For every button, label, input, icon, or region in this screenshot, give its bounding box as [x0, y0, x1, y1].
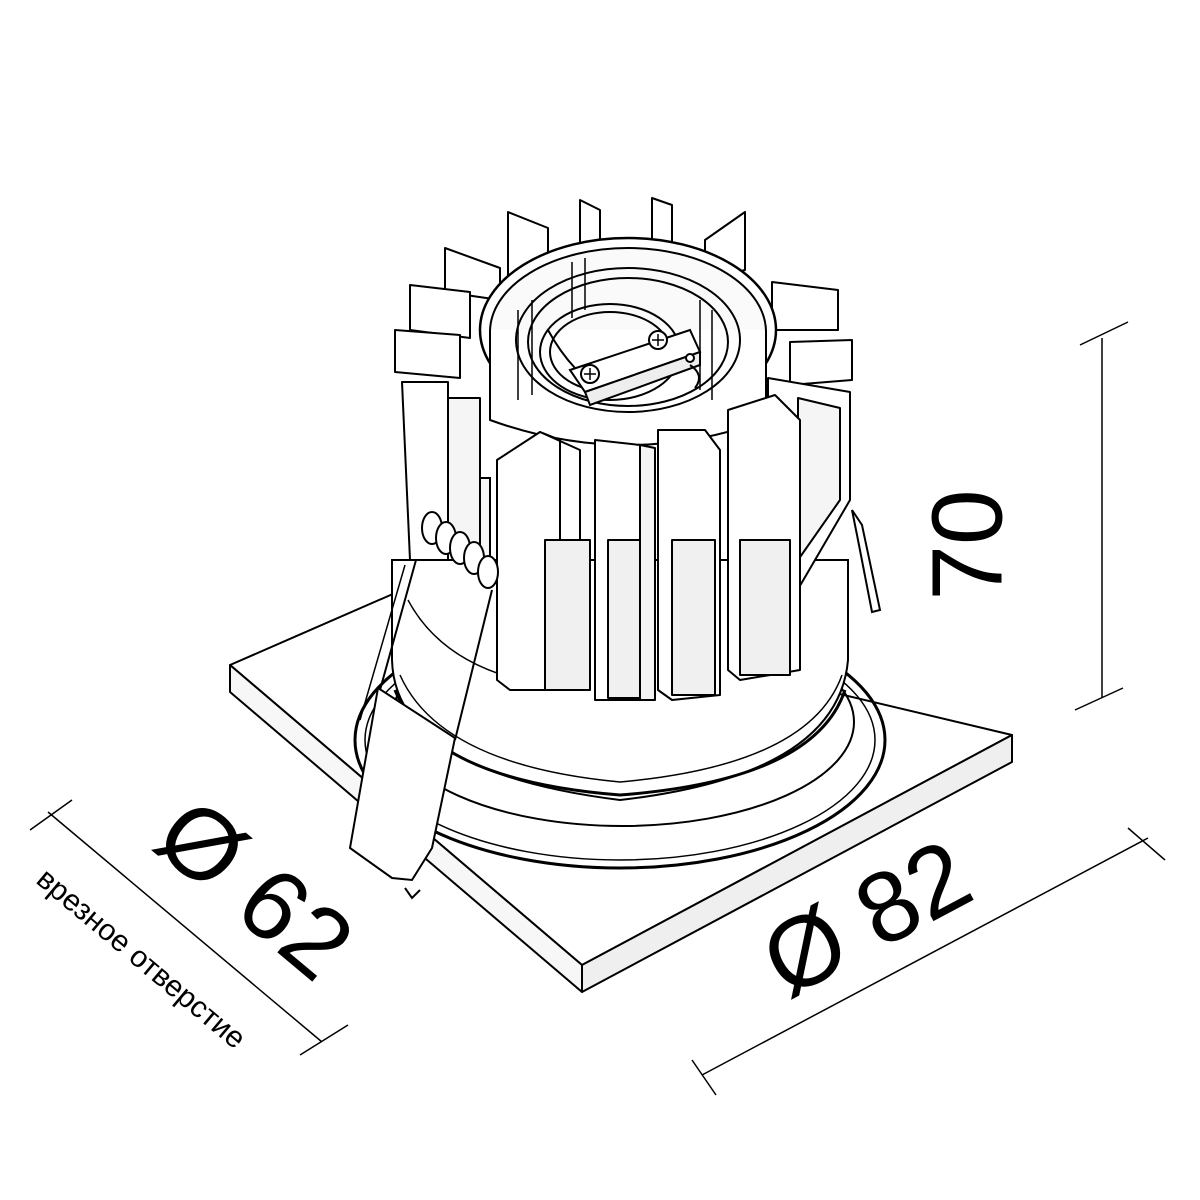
heatsink-fins — [394, 197, 853, 701]
spring-clip-left — [348, 511, 499, 900]
terminal-block — [547, 328, 702, 407]
dimension-lines — [29, 321, 1166, 1096]
spring-clip-right — [851, 509, 882, 614]
height-dimension-label: 70 — [911, 489, 1023, 600]
